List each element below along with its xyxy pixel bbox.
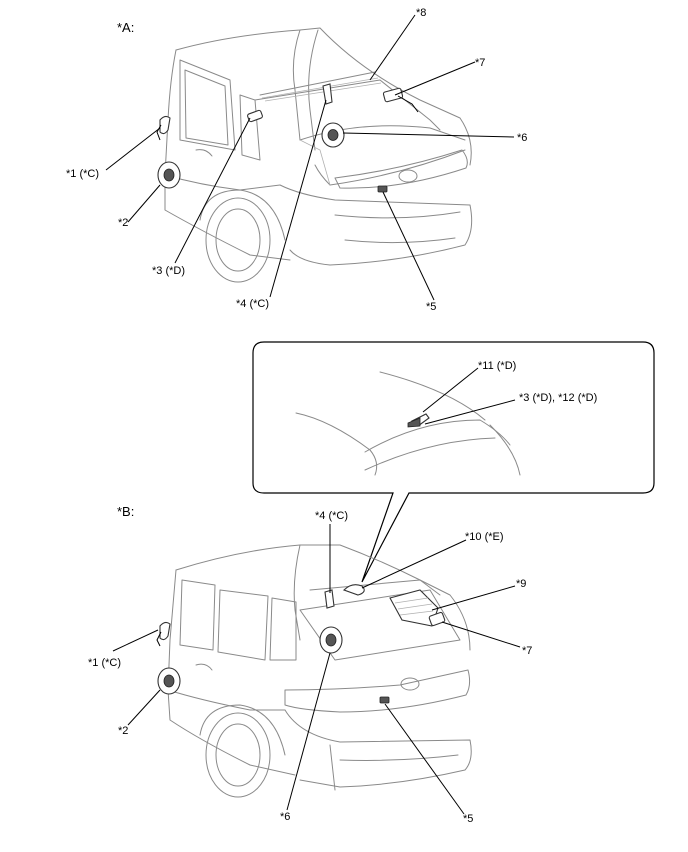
- label-6-a: *6: [517, 132, 527, 144]
- wagon-parts: [156, 584, 446, 704]
- sedan-leader-lines: [105, 14, 515, 301]
- label-7-b: *7: [522, 645, 532, 657]
- label-6-b: *6: [280, 811, 290, 823]
- label-9-b: *9: [516, 578, 526, 590]
- wagon-car-illustration: [167, 544, 472, 798]
- label-3-a: *3 (*D): [152, 265, 185, 277]
- label-2-b: *2: [118, 725, 128, 737]
- label-8-a: *8: [416, 7, 426, 19]
- label-4-b: *4 (*C): [315, 510, 348, 522]
- label-11-detail: *11 (*D): [478, 360, 516, 372]
- wagon-leader-lines: [112, 524, 521, 815]
- label-5-b: *5: [463, 813, 473, 825]
- section-b-label: *B:: [117, 504, 134, 519]
- sedan-car-illustration: [164, 27, 473, 283]
- label-3-12-detail: *3 (*D), *12 (*D): [519, 392, 597, 404]
- detail-callout: [252, 341, 655, 583]
- label-7-a: *7: [475, 57, 485, 69]
- label-2-a: *2: [118, 217, 128, 229]
- label-4-a: *4 (*C): [236, 298, 269, 310]
- label-5-a: *5: [426, 301, 436, 313]
- label-1-b: *1 (*C): [88, 657, 121, 669]
- label-1-a: *1 (*C): [66, 168, 99, 180]
- label-10-b: *10 (*E): [465, 531, 504, 543]
- section-a-label: *A:: [117, 20, 134, 35]
- sedan-parts: [156, 83, 419, 193]
